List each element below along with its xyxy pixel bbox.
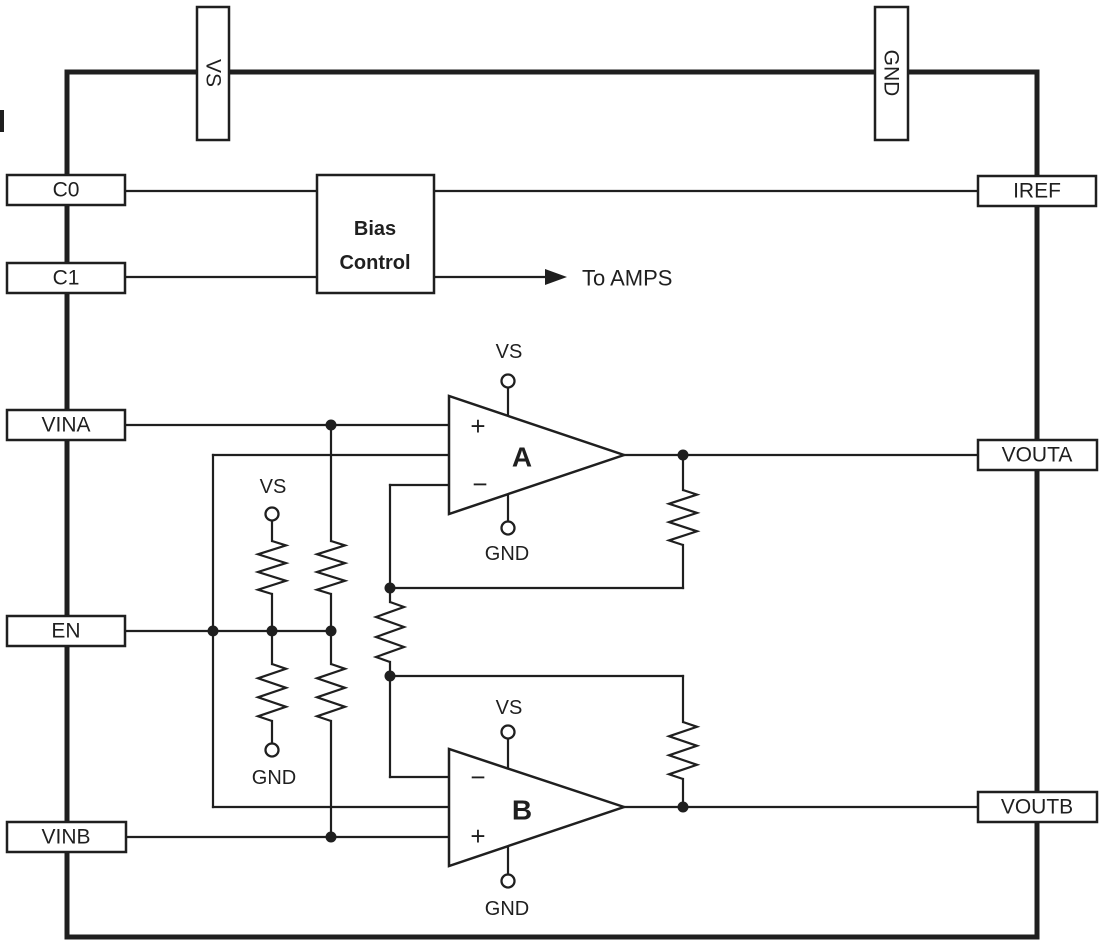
supply-terminals [264, 373, 516, 889]
junction-dot [677, 801, 689, 813]
resistor-col2-upper [313, 539, 349, 596]
network-gnd-label: GND [252, 767, 296, 789]
network-gnd-terminal [264, 742, 280, 758]
bias-label-line1: Bias [354, 218, 396, 240]
pin-boxes [5, 5, 1099, 854]
junction-dot [677, 449, 689, 461]
resistor-feedback-a [665, 488, 701, 547]
pin-en-box [5, 614, 127, 648]
edge-artifact [0, 110, 4, 132]
to-amps-arrowhead [545, 269, 567, 285]
ampB-gnd-terminal [500, 873, 516, 889]
pin-vouta-label: VOUTA [1002, 444, 1073, 467]
ampB-gnd-label: GND [485, 898, 529, 920]
junction-dots [207, 419, 689, 843]
junction-dot [207, 625, 219, 637]
ampA-plus-sign: + [470, 411, 485, 441]
pin-en-label: EN [51, 620, 80, 643]
ampA-annotations: VS GND + − A [470, 341, 532, 565]
pin-vinb-label: VINB [41, 826, 90, 849]
junction-dot [266, 625, 278, 637]
pin-c1-label: C1 [53, 267, 80, 290]
network-annotations: VS GND [252, 476, 296, 789]
ampB-vs-terminal [500, 724, 516, 740]
pin-vinb-box [5, 820, 128, 854]
pin-voutb-label: VOUTB [1001, 796, 1073, 819]
chip-outline [64, 69, 1040, 940]
ampB-annotations: VS GND − + B [470, 697, 532, 920]
junction-dot [384, 582, 396, 594]
ampB-plus-sign: + [470, 821, 485, 851]
ampB-minus-sign: − [470, 762, 485, 792]
junction-dot [325, 625, 337, 637]
network-vs-terminal [264, 506, 280, 522]
pin-vs-box [195, 5, 231, 142]
pin-gnd-box [873, 5, 910, 142]
pin-c0-label: C0 [53, 179, 80, 202]
junction-dot [325, 831, 337, 843]
resistor-middle [372, 600, 408, 664]
bias-label-line2: Control [339, 252, 410, 274]
ampB-triangle [447, 747, 628, 868]
network-vs-label: VS [260, 476, 287, 498]
pin-vina-box [5, 408, 127, 442]
ampA-letter: A [512, 442, 532, 473]
resistor-col1-upper [254, 539, 290, 596]
junction-dot [325, 419, 337, 431]
pin-vina-label: VINA [41, 414, 90, 437]
pin-gnd-label: GND [880, 50, 903, 97]
pin-voutb-box [976, 790, 1099, 824]
pin-iref-label: IREF [1013, 180, 1061, 203]
pin-vouta-box [976, 438, 1099, 472]
ampB-vs-label: VS [496, 697, 523, 719]
ampA-triangle [447, 394, 628, 516]
ampA-gnd-terminal [500, 520, 516, 536]
ampA-vs-label: VS [496, 341, 523, 363]
pin-vs-label: VS [202, 59, 225, 87]
resistor-feedback-b [665, 720, 701, 781]
resistor-col1-lower [254, 662, 290, 723]
bias-control-block: Bias Control [315, 173, 436, 295]
junction-dot [384, 670, 396, 682]
bias-control-box [315, 173, 436, 295]
to-amps-label: To AMPS [582, 266, 672, 291]
pin-iref-box [976, 174, 1098, 208]
pin-c0-box [5, 173, 127, 207]
ampA-vs-terminal [500, 373, 516, 389]
resistor-col2-lower [313, 662, 349, 723]
pin-c1-box [5, 261, 127, 295]
pin-labels: VS GND C0 C1 VINA EN VINB IREF VOUTA VOU… [41, 50, 1073, 849]
ampA-minus-sign: − [472, 469, 487, 499]
resistors [254, 488, 701, 781]
ampA-gnd-label: GND [485, 543, 529, 565]
ampB-letter: B [512, 795, 532, 826]
